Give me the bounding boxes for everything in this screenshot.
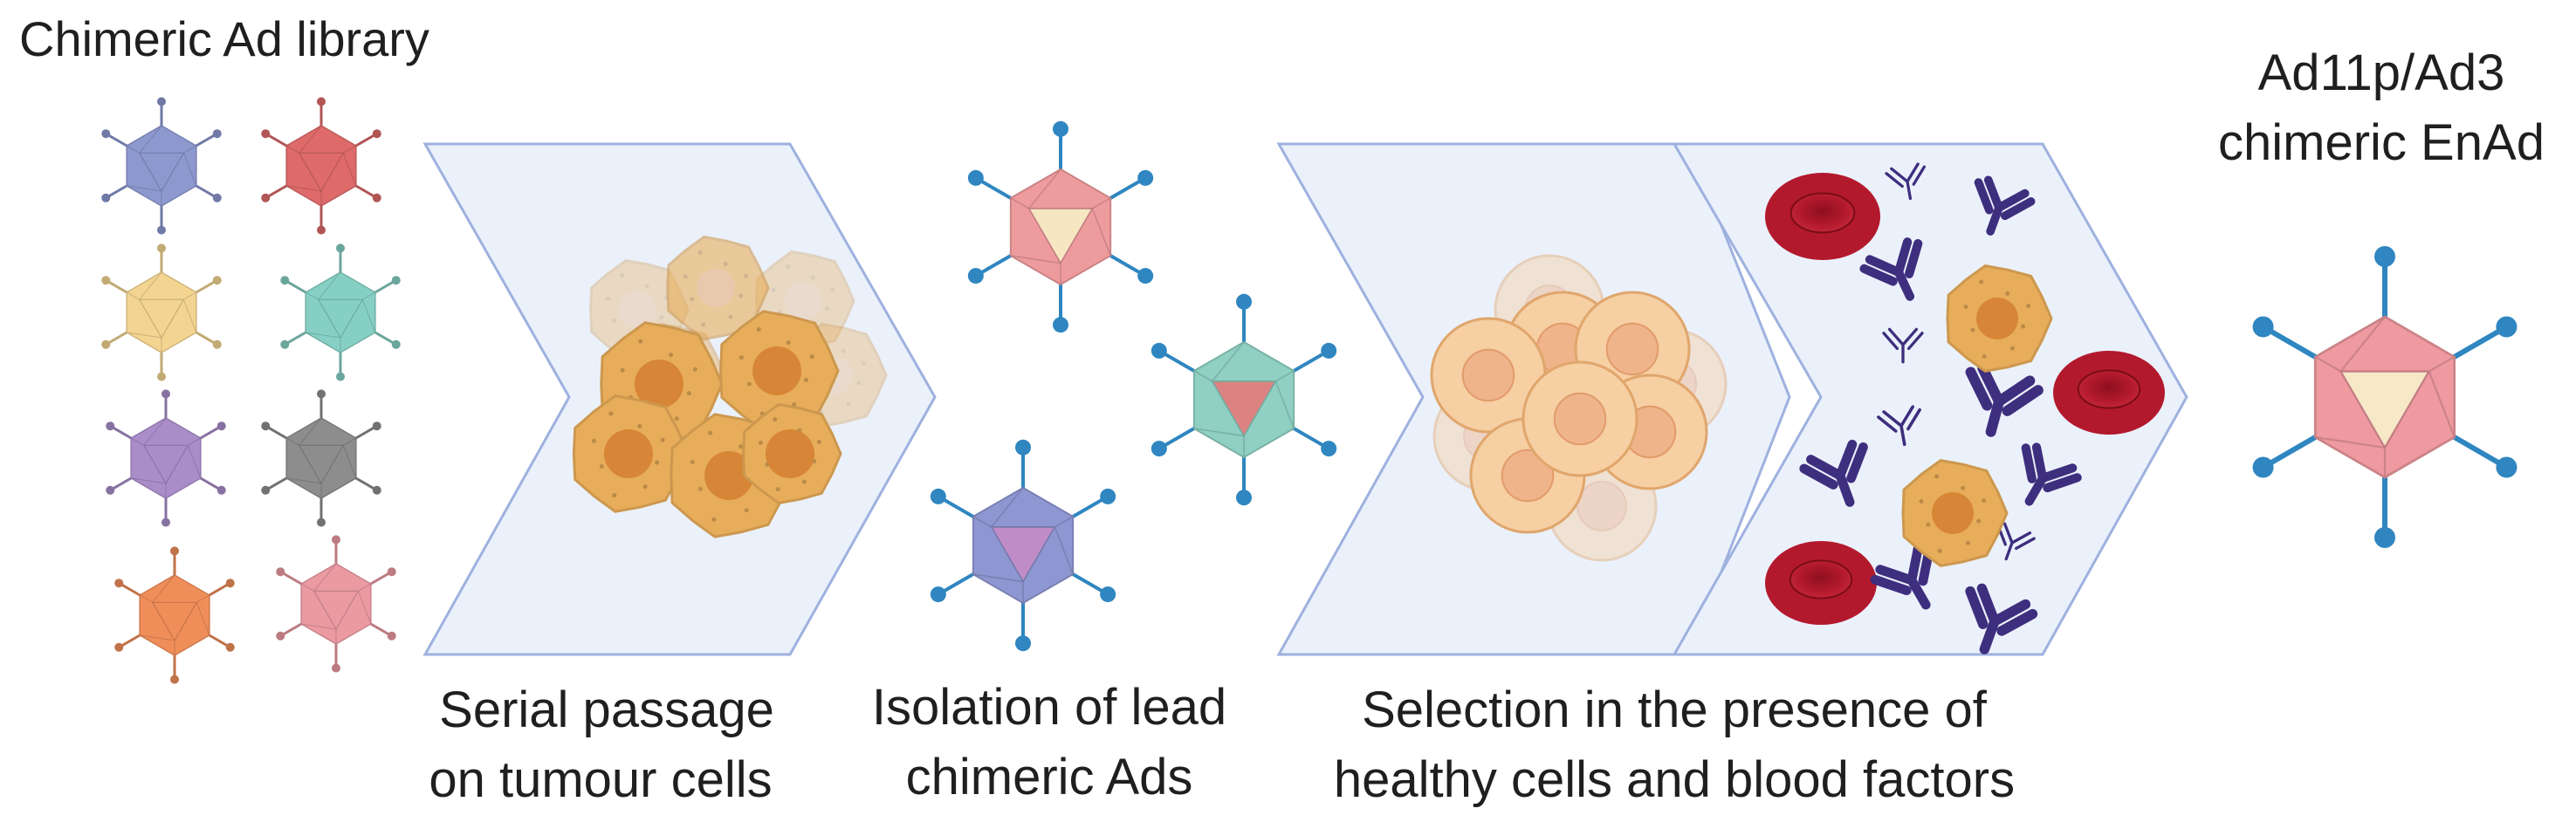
virus-icon <box>261 389 381 527</box>
antibody-icon <box>1799 439 1868 507</box>
tumour-cell-icon <box>1946 264 2053 373</box>
tumour-cell-icon <box>719 310 840 432</box>
tumour-cell-icon <box>572 394 690 513</box>
antibody-icon <box>1974 175 2036 236</box>
antibody-icon <box>2021 442 2082 506</box>
antibody-icon <box>1965 583 2038 654</box>
result-virus-icon <box>2252 246 2518 548</box>
antibody-icon <box>1885 162 1927 201</box>
lead-chimeric-ads <box>930 120 1337 652</box>
result-label-line2: chimeric EnAd <box>2218 114 2545 171</box>
virus-icon <box>261 97 381 235</box>
red-blood-cell-icon <box>1765 173 1880 260</box>
virus-icon <box>2252 246 2518 548</box>
blood-factors <box>1765 162 2165 654</box>
healthy-cell-icon <box>1430 317 1547 434</box>
antibody-icon <box>1870 543 1934 610</box>
healthy-cell-cluster <box>1430 254 1728 562</box>
virus-icon <box>1151 293 1337 506</box>
virus-icon <box>101 243 222 381</box>
step-3-label-line1: Selection in the presence of <box>1362 682 1988 738</box>
step-1-label-line2: on tumour cells <box>429 751 772 808</box>
antibody-icon <box>1882 327 1924 364</box>
virus-icon <box>114 546 235 684</box>
antibody-icon <box>1996 522 2036 561</box>
antibody-icon <box>1965 362 2044 437</box>
virus-icon <box>930 439 1116 652</box>
antibody-icon <box>1877 405 1921 447</box>
result-label-line1: Ad11p/Ad3 <box>2258 45 2505 101</box>
red-blood-cell-icon <box>1765 541 1877 625</box>
red-blood-cell-icon <box>2053 351 2165 435</box>
virus-icon <box>106 389 226 527</box>
step-2-label-line2: chimeric Ads <box>906 749 1193 805</box>
tumour-cell-cluster <box>572 236 888 538</box>
antibody-icon <box>1859 237 1923 301</box>
virus-icon <box>967 120 1154 333</box>
virus-icon <box>280 243 401 381</box>
chevron-blood-factors <box>1672 142 2188 656</box>
library-viruses <box>101 97 401 684</box>
library-title: Chimeric Ad library <box>19 11 429 66</box>
tumour-cell-icon <box>1901 459 2009 567</box>
tumour-cell-icon <box>742 403 842 504</box>
virus-icon <box>101 97 222 235</box>
virus-icon <box>276 535 396 673</box>
step-2-label-line1: Isolation of lead <box>872 679 1226 736</box>
step-chevrons <box>422 142 2188 656</box>
healthy-cell-icon <box>1522 360 1638 477</box>
step-3-label-line2: healthy cells and blood factors <box>1334 751 2015 808</box>
step-1-label-line1: Serial passage <box>439 682 774 738</box>
tumour-cell-icon <box>666 236 770 340</box>
